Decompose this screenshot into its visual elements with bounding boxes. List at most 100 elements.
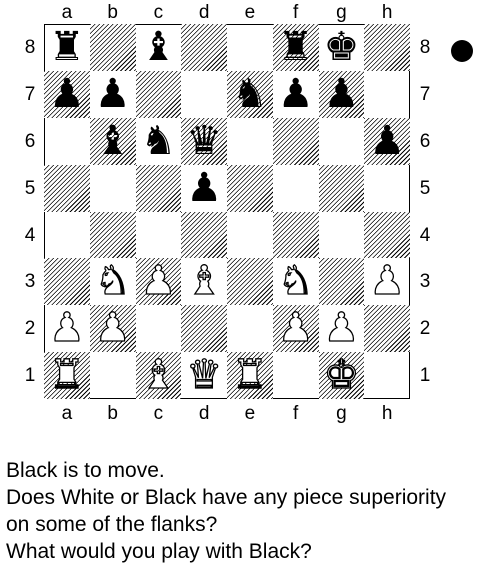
square-c2[interactable] xyxy=(136,305,182,352)
black-pawn-icon[interactable]: ♟ xyxy=(94,70,131,117)
square-h2[interactable] xyxy=(364,305,410,353)
black-pawn-icon[interactable]: ♟ xyxy=(277,70,314,117)
black-knight-icon[interactable]: ♞ xyxy=(140,117,177,164)
square-f5[interactable] xyxy=(273,165,319,212)
puzzle-caption: Black is to move. Does White or Black ha… xyxy=(6,457,492,565)
square-h6[interactable] xyxy=(364,117,410,165)
file-label-h: h xyxy=(381,2,393,23)
square-a3[interactable] xyxy=(44,258,90,306)
white-rook-icon[interactable]: ♜ xyxy=(48,352,85,399)
file-label-g: g xyxy=(336,403,347,424)
square-e1[interactable] xyxy=(227,352,273,399)
white-rook-icon[interactable]: ♜ xyxy=(231,352,268,399)
square-a6[interactable] xyxy=(44,118,90,165)
black-queen-icon[interactable]: ♛ xyxy=(186,117,223,164)
black-pawn-icon[interactable]: ♟ xyxy=(186,164,223,211)
square-e7[interactable] xyxy=(227,70,273,118)
square-c7[interactable] xyxy=(135,70,182,118)
file-label-c: c xyxy=(153,2,164,23)
square-d4[interactable] xyxy=(181,211,227,259)
chess-board[interactable]: ♜♝♜♚♟♟♞♟♟♝♞♛♟♟♞♟♝♞♟♟♟♟♟♜♝♛♜♚ xyxy=(44,24,410,399)
white-bishop-icon[interactable]: ♝ xyxy=(186,258,223,305)
file-label-d: d xyxy=(198,2,210,23)
square-e4[interactable] xyxy=(227,212,273,259)
rank-label-7: 7 xyxy=(24,83,36,105)
square-g1[interactable] xyxy=(318,352,365,399)
square-h4[interactable] xyxy=(364,211,410,259)
white-pawn-icon[interactable]: ♟ xyxy=(140,258,177,305)
rank-label-4: 4 xyxy=(419,224,431,246)
white-pawn-icon[interactable]: ♟ xyxy=(323,305,360,352)
caption-line-2: Does White or Black have any piece super… xyxy=(6,486,447,509)
square-f1[interactable] xyxy=(273,352,319,399)
caption-line-4: What would you play with Black? xyxy=(6,540,312,563)
square-g6[interactable] xyxy=(319,118,365,165)
rank-label-1: 1 xyxy=(24,365,36,387)
square-h5[interactable] xyxy=(364,165,410,212)
file-label-h: h xyxy=(381,403,393,424)
square-a1[interactable] xyxy=(44,352,90,399)
black-king-icon[interactable]: ♚ xyxy=(323,24,360,70)
white-king-icon[interactable]: ♚ xyxy=(323,352,360,399)
square-d8[interactable] xyxy=(181,24,227,71)
square-b2[interactable] xyxy=(89,305,136,353)
square-a7[interactable] xyxy=(44,70,90,118)
black-bishop-icon[interactable]: ♝ xyxy=(94,117,131,164)
rank-label-8: 8 xyxy=(419,37,431,58)
square-b5[interactable] xyxy=(90,165,136,212)
square-g7[interactable] xyxy=(318,70,365,118)
black-knight-icon[interactable]: ♞ xyxy=(231,70,268,117)
white-pawn-icon[interactable]: ♟ xyxy=(94,305,131,352)
white-bishop-icon[interactable]: ♝ xyxy=(140,352,177,399)
black-to-move-indicator-icon xyxy=(451,40,473,62)
square-e8[interactable] xyxy=(227,24,273,71)
square-c3[interactable] xyxy=(135,258,182,306)
square-h7[interactable] xyxy=(364,71,410,118)
square-d7[interactable] xyxy=(181,71,227,118)
square-b8[interactable] xyxy=(89,24,136,71)
rank-label-2: 2 xyxy=(419,318,431,340)
white-knight-icon[interactable]: ♞ xyxy=(277,258,314,305)
white-pawn-icon[interactable]: ♟ xyxy=(369,258,406,305)
rank-label-1: 1 xyxy=(419,365,431,387)
square-c4[interactable] xyxy=(136,212,182,259)
rank-label-5: 5 xyxy=(24,177,36,199)
square-h8[interactable] xyxy=(364,24,410,71)
square-h1[interactable] xyxy=(364,352,410,399)
square-e3[interactable] xyxy=(227,258,273,306)
square-g4[interactable] xyxy=(319,212,365,259)
file-label-b: b xyxy=(107,2,118,23)
square-d6[interactable] xyxy=(181,117,227,165)
black-bishop-icon[interactable]: ♝ xyxy=(140,24,177,70)
square-b1[interactable] xyxy=(90,352,136,399)
file-label-f: f xyxy=(292,2,299,23)
black-pawn-icon[interactable]: ♟ xyxy=(48,70,85,117)
file-label-e: e xyxy=(244,403,256,424)
square-g3[interactable] xyxy=(318,258,365,306)
square-b4[interactable] xyxy=(89,211,136,259)
white-knight-icon[interactable]: ♞ xyxy=(94,258,131,305)
square-f8[interactable] xyxy=(272,24,319,71)
square-f2[interactable] xyxy=(272,305,319,353)
caption-line-3: on some of the flanks? xyxy=(6,513,218,536)
white-queen-icon[interactable]: ♛ xyxy=(186,352,223,399)
white-pawn-icon[interactable]: ♟ xyxy=(48,305,85,352)
square-e6[interactable] xyxy=(227,118,273,165)
square-a4[interactable] xyxy=(44,212,90,259)
white-pawn-icon[interactable]: ♟ xyxy=(277,305,314,352)
square-c1[interactable] xyxy=(135,352,182,399)
square-f4[interactable] xyxy=(272,211,319,259)
black-pawn-icon[interactable]: ♟ xyxy=(369,117,406,164)
square-e2[interactable] xyxy=(227,305,273,352)
black-pawn-icon[interactable]: ♟ xyxy=(323,70,360,117)
file-label-a: a xyxy=(61,403,73,424)
square-e5[interactable] xyxy=(227,164,273,212)
square-b6[interactable] xyxy=(89,117,136,165)
square-d2[interactable] xyxy=(181,305,227,353)
square-f6[interactable] xyxy=(272,117,319,165)
black-rook-icon[interactable]: ♜ xyxy=(277,24,314,70)
square-c5[interactable] xyxy=(135,164,182,212)
black-rook-icon[interactable]: ♜ xyxy=(48,24,85,70)
square-a5[interactable] xyxy=(44,164,90,212)
square-g5[interactable] xyxy=(318,164,365,212)
